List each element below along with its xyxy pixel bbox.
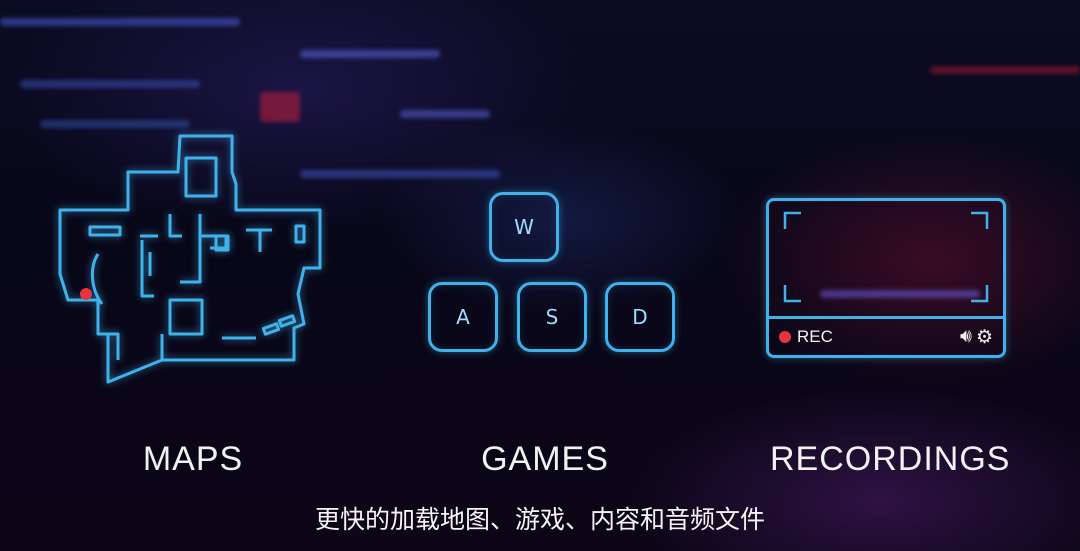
background-light-streak bbox=[300, 50, 440, 58]
recordings-label: RECORDINGS bbox=[770, 440, 1011, 478]
w-key: W bbox=[489, 192, 559, 262]
speaker-icon: 🔊︎ bbox=[959, 326, 972, 347]
map-location-marker bbox=[80, 288, 92, 300]
background-light-streak bbox=[400, 110, 490, 118]
recording-window-icon: REC 🔊︎ ⚙︎ bbox=[766, 198, 1006, 358]
viewfinder-icon bbox=[783, 211, 989, 303]
rec-dot-icon bbox=[779, 331, 791, 343]
d-key: D bbox=[605, 282, 675, 352]
background-light-streak bbox=[20, 80, 200, 88]
background-light-streak bbox=[820, 290, 980, 298]
recording-controls: 🔊︎ ⚙︎ bbox=[960, 326, 993, 349]
background-light-streak bbox=[40, 120, 190, 128]
s-key: S bbox=[517, 282, 587, 352]
background-light-streak bbox=[260, 92, 300, 122]
map-icon bbox=[58, 134, 322, 384]
gear-icon: ⚙︎ bbox=[975, 326, 993, 348]
rec-label: REC bbox=[797, 327, 833, 346]
recording-status-bar: REC 🔊︎ ⚙︎ bbox=[769, 316, 1003, 355]
subtitle-caption: 更快的加载地图、游戏、内容和音频文件 bbox=[314, 505, 765, 534]
games-label: GAMES bbox=[481, 440, 609, 478]
background-light-streak bbox=[0, 18, 240, 26]
maps-label: MAPS bbox=[142, 440, 244, 478]
a-key: A bbox=[428, 282, 498, 352]
background-light-streak bbox=[930, 66, 1080, 74]
background-light-streak bbox=[300, 170, 500, 178]
